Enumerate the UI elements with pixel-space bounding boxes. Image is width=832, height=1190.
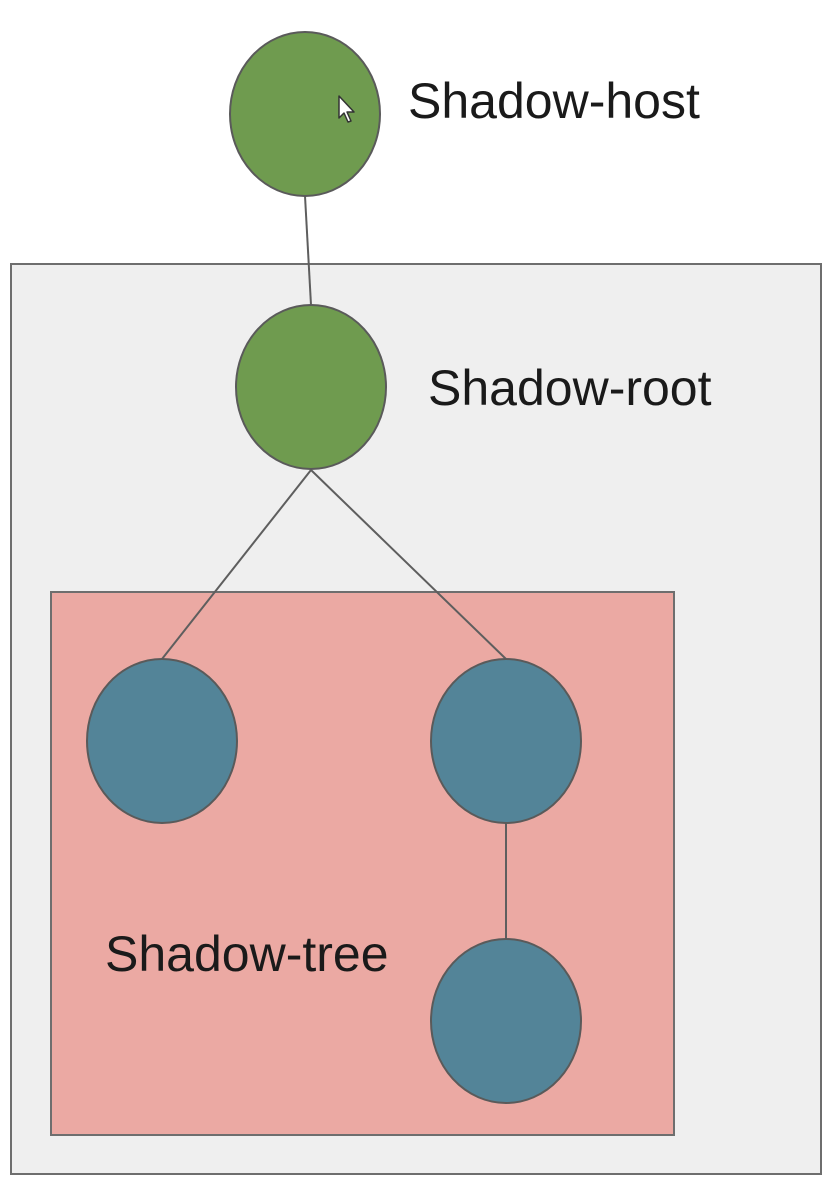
shadow-host-node[interactable] bbox=[229, 31, 381, 197]
shadow-root-node[interactable] bbox=[235, 304, 387, 470]
shadow-host-label: Shadow-host bbox=[408, 73, 700, 129]
nodes-group bbox=[86, 31, 582, 1104]
shadow-tree-grandchild-node[interactable] bbox=[430, 938, 582, 1104]
edges-group bbox=[161, 195, 507, 939]
mouse-pointer-icon bbox=[338, 95, 355, 123]
shadow-tree-label: Shadow-tree bbox=[105, 926, 389, 982]
edge-host-to-root bbox=[304, 195, 312, 306]
shadow-tree-left-child-node[interactable] bbox=[86, 658, 238, 824]
shadow-tree-right-child-node[interactable] bbox=[430, 658, 582, 824]
shadow-root-label: Shadow-root bbox=[428, 360, 712, 416]
edge-root-to-left-child bbox=[161, 469, 312, 660]
edge-root-to-right-child bbox=[310, 469, 507, 660]
